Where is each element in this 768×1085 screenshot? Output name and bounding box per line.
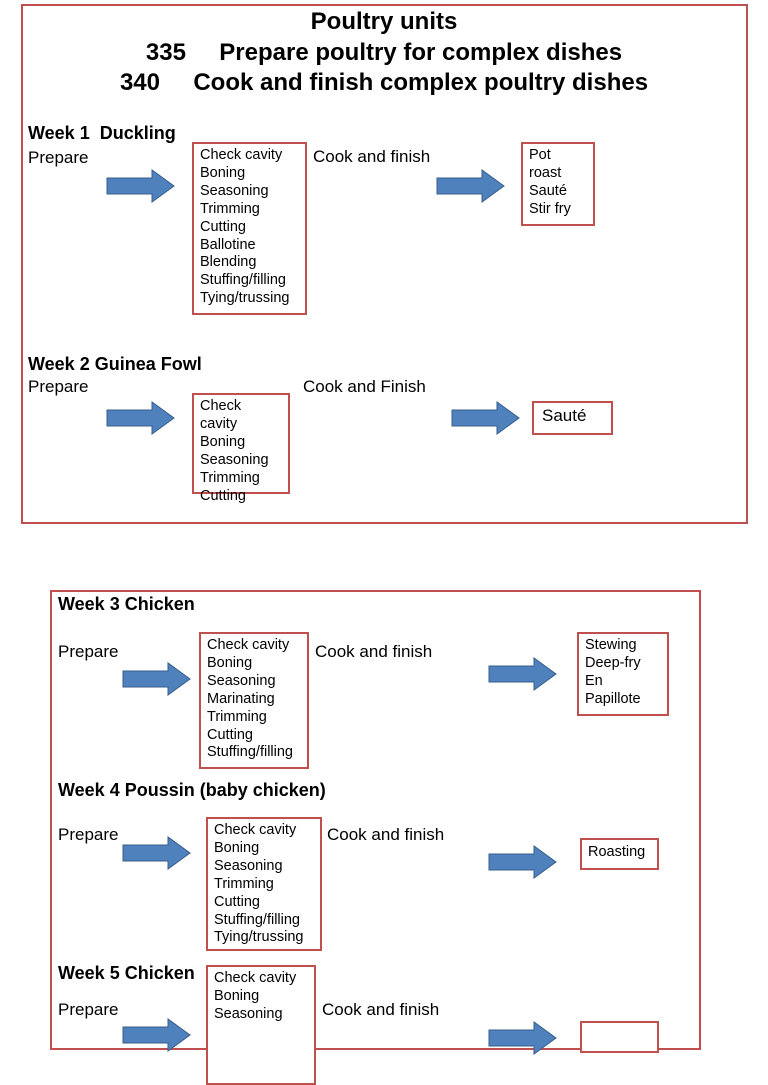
list-item: Check cavity (214, 822, 297, 838)
list-item: Boning (214, 839, 260, 856)
list-item: Check cavity (200, 147, 283, 163)
week-2-heading: Week 2 Guinea Fowl (28, 354, 202, 374)
list-item: Seasoning (214, 1005, 283, 1022)
week-5-prepare-label: Prepare (58, 1000, 119, 1019)
week-3-prepare-label: Prepare (58, 642, 119, 661)
list-item: Boning (214, 987, 260, 1004)
week-1-prepare-label: Prepare (28, 148, 89, 167)
arrow-icon (122, 836, 191, 870)
arrow-icon (122, 662, 191, 696)
arrow-icon (122, 1018, 191, 1052)
list-item: Cutting (214, 893, 260, 910)
list-item: Roasting (588, 844, 646, 860)
week-3-heading: Week 3 Chicken (58, 594, 195, 614)
week-3-cook-label: Cook and finish (315, 642, 433, 661)
list-item: Cutting (200, 218, 246, 235)
list-item: Trimming (207, 708, 267, 725)
week-4-methods: Roasting (580, 838, 659, 870)
list-item: Tying/trussing (200, 290, 290, 307)
title-line-2: 335 Prepare poultry for complex dishes (145, 39, 623, 66)
list-item: Pot (529, 147, 551, 163)
list-item: Stuffing/filling (207, 744, 293, 761)
week-4-cook-label: Cook and finish (327, 825, 445, 844)
list-item: Check cavity (207, 637, 290, 653)
week-1-heading: Week 1 Duckling (28, 123, 176, 143)
list-item: roast (529, 164, 562, 181)
list-item: Trimming (200, 200, 260, 217)
list-item: Marinating (207, 690, 275, 707)
list-item: Stir fry (529, 200, 571, 217)
list-item: Stuffing/filling (214, 911, 300, 928)
arrow-icon (488, 845, 557, 879)
list-item: Seasoning (200, 451, 269, 468)
list-item: Check cavity (214, 970, 297, 986)
arrow-icon (451, 401, 520, 435)
list-item: Tying/trussing (214, 929, 304, 946)
list-item: Stewing (585, 637, 637, 653)
week-4-heading: Week 4 Poussin (baby chicken) (58, 780, 326, 800)
list-item: Papillote (585, 690, 641, 707)
week-5-heading: Week 5 Chicken (58, 963, 195, 983)
list-item: cavity (200, 415, 238, 432)
list-item: Trimming (214, 875, 274, 892)
week-5-methods (580, 1021, 659, 1053)
week-1-cook-label: Cook and finish (313, 147, 431, 166)
week-4-prepare-label: Prepare (58, 825, 119, 844)
list-item: Boning (207, 654, 253, 671)
list-item: Sauté (529, 182, 567, 199)
list-item: Ballotine (200, 236, 256, 253)
arrow-icon (488, 1021, 557, 1055)
arrow-icon (106, 169, 175, 203)
list-item: Boning (200, 164, 246, 181)
week-2-prepare-label: Prepare (28, 377, 89, 396)
list-item: Cutting (207, 726, 253, 743)
list-item: Boning (200, 433, 246, 450)
page-1-frame (21, 4, 748, 524)
list-item: En (585, 672, 603, 689)
list-item: Check (200, 398, 242, 414)
list-item: Seasoning (214, 857, 283, 874)
list-item: Seasoning (200, 182, 269, 199)
list-item: Trimming (200, 469, 260, 486)
week-5-cook-label: Cook and finish (322, 1000, 440, 1019)
list-item: Stuffing/filling (200, 272, 286, 289)
arrow-icon (488, 657, 557, 691)
list-item: Seasoning (207, 672, 276, 689)
week-2-cook-label: Cook and Finish (303, 377, 426, 396)
list-item: Blending (200, 254, 257, 271)
list-item: Deep-fry (585, 654, 641, 671)
list-item: Sauté (542, 406, 587, 425)
week-2-methods: Sauté (532, 401, 613, 435)
arrow-icon (106, 401, 175, 435)
title-line-3: 340 Cook and finish complex poultry dish… (119, 69, 649, 96)
list-item: Cutting (200, 487, 246, 504)
arrow-icon (436, 169, 505, 203)
title-line-1: Poultry units (310, 8, 458, 35)
